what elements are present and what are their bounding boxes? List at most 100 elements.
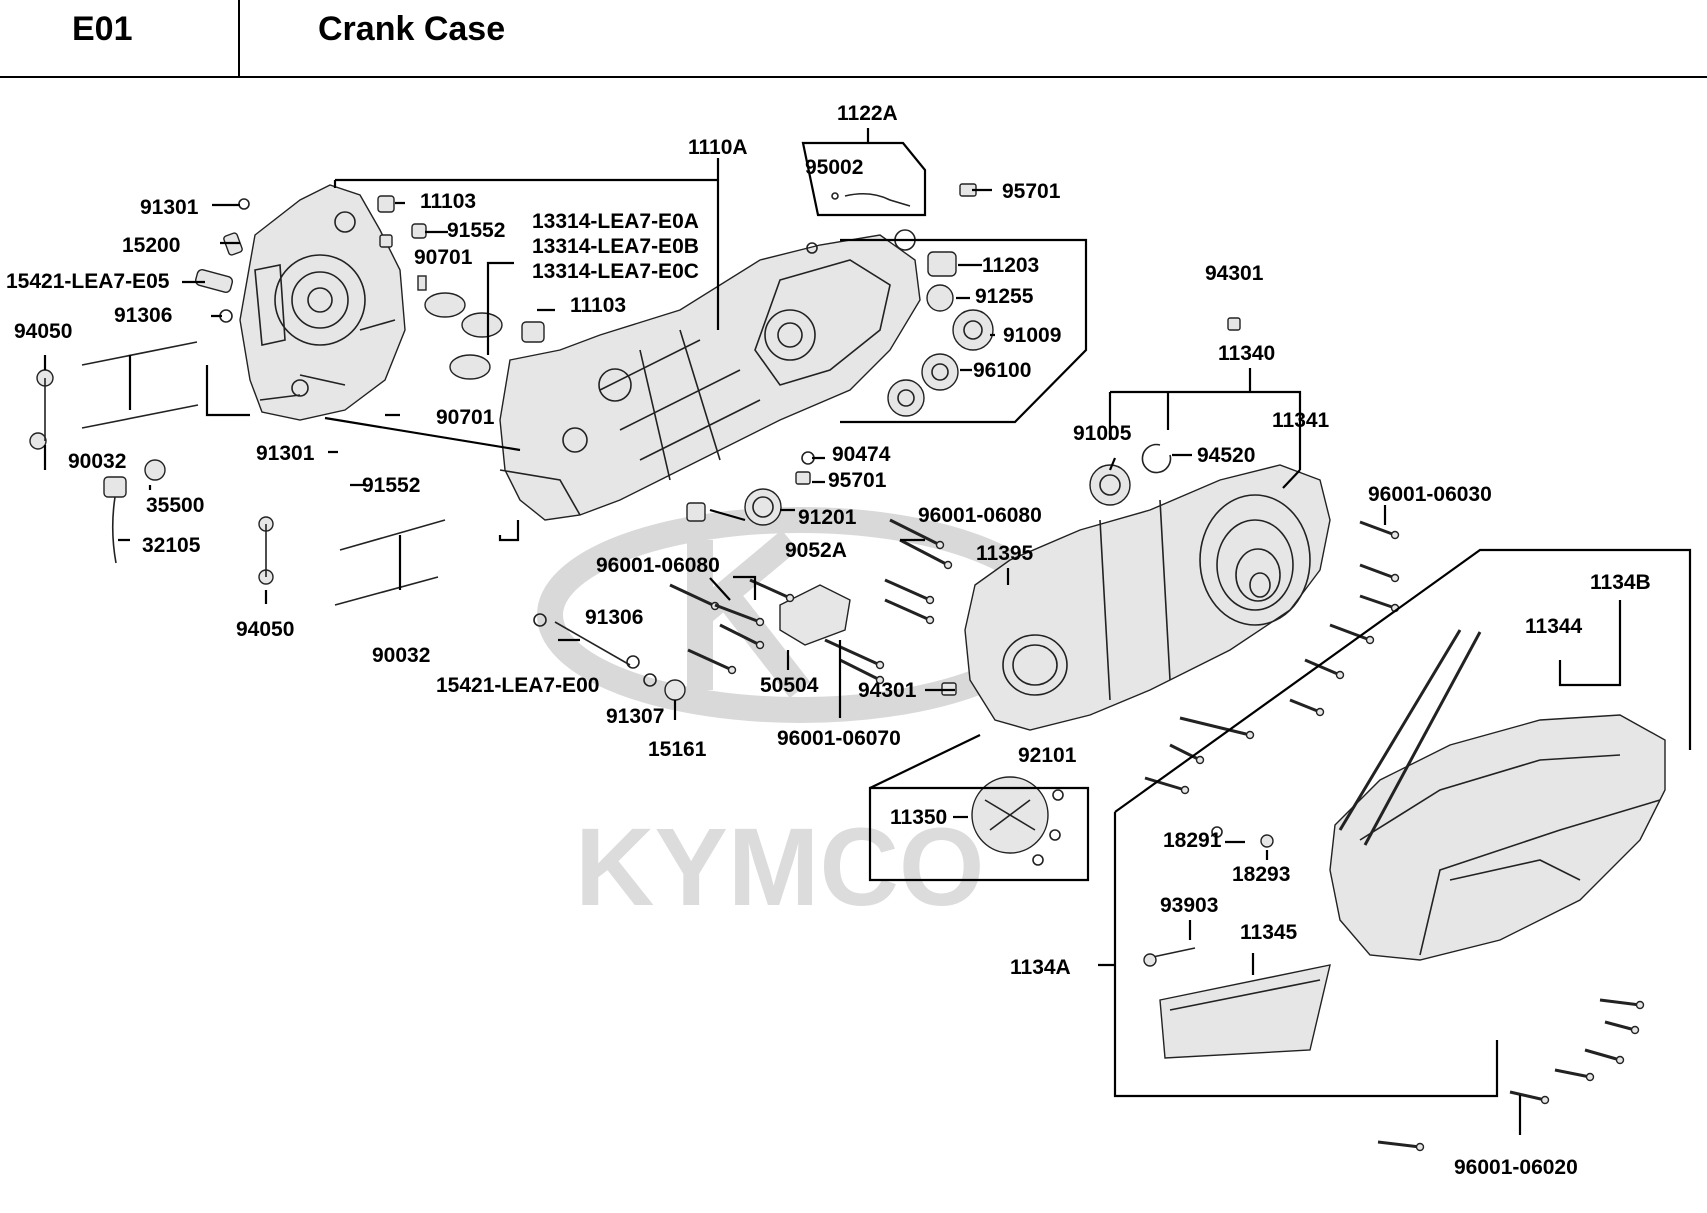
bolt-head — [1195, 755, 1205, 765]
callout-91552-top: 91552 — [447, 219, 505, 242]
callout-96001-06020: 96001-06020 — [1454, 1156, 1578, 1179]
callout-50504: 50504 — [760, 674, 819, 697]
callout-18291: 18291 — [1163, 829, 1222, 852]
long-rod — [1338, 629, 1462, 831]
callout-11103-top: 11103 — [420, 190, 476, 213]
crankcase-cover — [964, 464, 1331, 731]
bolt — [1599, 998, 1641, 1007]
callout-11340: 11340 — [1218, 342, 1275, 365]
callout-91201: 91201 — [798, 506, 857, 529]
bolt-head — [925, 615, 935, 625]
bolt-head — [1365, 635, 1375, 645]
bolt — [714, 603, 761, 624]
bolt — [719, 623, 761, 647]
bolt-head — [1585, 1072, 1595, 1082]
watermark-text: KYMCO — [575, 806, 984, 929]
callout-90032-left: 90032 — [68, 450, 126, 473]
bolt — [1289, 698, 1321, 714]
callout-95002: 95002 — [805, 156, 863, 179]
callout-15421-E00: 15421-LEA7-E00 — [436, 674, 599, 697]
bolt-head — [1180, 785, 1190, 795]
callout-11350: 11350 — [890, 806, 947, 829]
callout-94301-bottom: 94301 — [858, 679, 917, 702]
bolt — [889, 518, 941, 547]
bolt-head — [925, 595, 935, 605]
bolt-group — [669, 518, 1645, 1152]
bolt — [899, 538, 949, 567]
bolt-head — [1245, 730, 1255, 740]
callout-11395: 11395 — [976, 542, 1034, 565]
callout-91552-mid: 91552 — [362, 474, 420, 497]
bolt — [1359, 563, 1396, 580]
bolt — [839, 658, 881, 682]
callout-1122A: 1122A — [837, 102, 898, 125]
callout-91255: 91255 — [975, 285, 1034, 308]
bolt — [884, 598, 931, 622]
bolt — [1144, 776, 1186, 792]
bolt — [884, 578, 931, 602]
leader-lines — [43, 128, 1692, 1135]
panel-11345 — [1159, 964, 1331, 1059]
callout-labels: 1122A 95002 95701 1110A 91301 11103 1520… — [6, 102, 1651, 1179]
bolt — [1604, 1020, 1636, 1032]
bolt-head — [1630, 1025, 1640, 1035]
callout-9052A: 9052A — [785, 539, 847, 562]
bolt-head — [785, 593, 795, 603]
bolt — [1179, 716, 1251, 737]
header-divider — [238, 0, 240, 76]
bolt — [1169, 743, 1201, 762]
callout-1134B: 1134B — [1590, 571, 1651, 594]
small-parts — [29, 183, 1274, 967]
bolt-head — [1315, 707, 1325, 717]
bolt-head — [1540, 1095, 1550, 1105]
callout-94050-bottom: 94050 — [236, 618, 294, 641]
callout-91009: 91009 — [1003, 324, 1061, 347]
bolt-head — [875, 675, 885, 685]
bolt-head — [727, 665, 737, 675]
bolt-head — [1335, 670, 1345, 680]
bolt — [749, 578, 791, 600]
diagram-header: E01 Crank Case — [0, 0, 1707, 78]
callout-15161: 15161 — [648, 738, 707, 761]
bolt-head — [1615, 1055, 1625, 1065]
bolt — [1584, 1048, 1621, 1062]
callout-92101: 92101 — [1018, 744, 1077, 767]
callout-11341: 11341 — [1272, 409, 1330, 432]
callout-96100: 96100 — [973, 359, 1031, 382]
callout-11103-mid: 11103 — [570, 294, 626, 317]
bolt — [1359, 520, 1396, 537]
callout-18293: 18293 — [1232, 863, 1290, 886]
bolt — [824, 638, 881, 667]
callout-93903: 93903 — [1160, 894, 1218, 917]
callout-13314-E0B: 13314-LEA7-E0B — [532, 235, 699, 258]
bolt — [1509, 1090, 1546, 1102]
callout-90474: 90474 — [832, 443, 891, 466]
bolt-head — [1390, 530, 1400, 540]
callout-96001-06080-right: 96001-06080 — [918, 504, 1042, 527]
outer-cover — [1329, 714, 1666, 961]
bolt-head — [755, 640, 765, 650]
callout-91306-left: 91306 — [114, 304, 172, 327]
bolt — [1377, 1140, 1421, 1149]
section-code: E01 — [72, 10, 133, 48]
callout-15421-E05: 15421-LEA7-E05 — [6, 270, 170, 293]
callout-91005: 91005 — [1073, 422, 1132, 445]
callout-35500: 35500 — [146, 494, 204, 517]
bolt-head — [875, 660, 885, 670]
callout-94301-top: 94301 — [1205, 262, 1264, 285]
bolt-head — [1415, 1142, 1425, 1152]
bolt-head — [943, 560, 953, 570]
callout-91307: 91307 — [606, 705, 664, 728]
bolt — [687, 648, 733, 672]
callout-94520: 94520 — [1197, 444, 1255, 467]
callout-96001-06080-left: 96001-06080 — [596, 554, 720, 577]
callout-90701-bottom: 90701 — [436, 406, 495, 429]
bolt — [1304, 658, 1341, 677]
bolt — [1554, 1068, 1591, 1079]
callout-90701-top: 90701 — [414, 246, 473, 269]
callout-95701-top: 95701 — [1002, 180, 1061, 203]
callout-96001-06030: 96001-06030 — [1368, 483, 1492, 506]
main-crankcase — [499, 229, 921, 521]
bolt-head — [1390, 573, 1400, 583]
